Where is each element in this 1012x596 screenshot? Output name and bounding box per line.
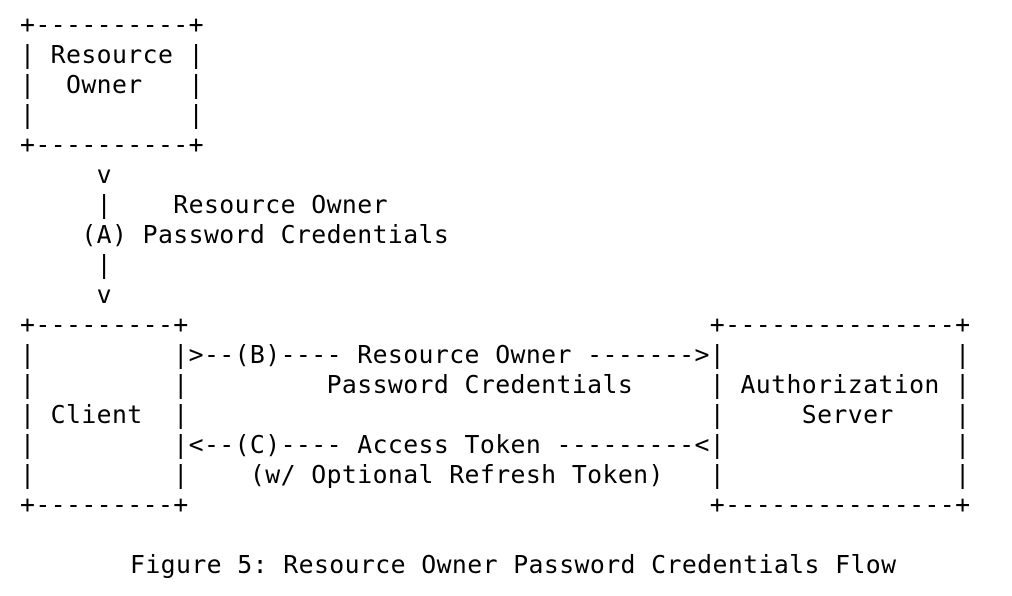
client-label-and-server-label-2: | Client | | Server | <box>20 400 971 429</box>
arrow-a-label-line-1: | Resource Owner <box>20 190 388 219</box>
resource-owner-box-top-border: +----------+ <box>20 10 204 39</box>
arrow-a-shaft: | <box>20 250 112 279</box>
oauth-flow-ascii-diagram: +----------+| Resource || Owner || |+---… <box>20 10 970 520</box>
figure-caption: Figure 5: Resource Owner Password Creden… <box>130 550 897 579</box>
client-and-server-boxes-top-border: +---------+ +---------------+ <box>20 310 971 339</box>
resource-owner-box-bottom-border: +----------+ <box>20 130 204 159</box>
client-and-server-boxes-bottom-border: +---------+ +---------------+ <box>20 490 971 519</box>
resource-owner-box-empty-line: | | <box>20 100 204 129</box>
arrow-b-label-and-server-label-1: | | Password Credentials | Authorization… <box>20 370 971 399</box>
arrow-b-line: | |>--(B)---- Resource Owner ------->| | <box>20 340 971 369</box>
arrow-c-line: | |<--(C)---- Access Token ---------<| | <box>20 430 971 459</box>
arrow-a-head-top: v <box>20 160 112 189</box>
arrow-a-head-bottom: v <box>20 280 112 309</box>
arrow-a-label-line-2: (A) Password Credentials <box>20 220 450 249</box>
arrow-c-label: | | (w/ Optional Refresh Token) | | <box>20 460 971 489</box>
resource-owner-box-label-line-1: | Resource | <box>20 40 204 69</box>
resource-owner-box-label-line-2: | Owner | <box>20 70 204 99</box>
